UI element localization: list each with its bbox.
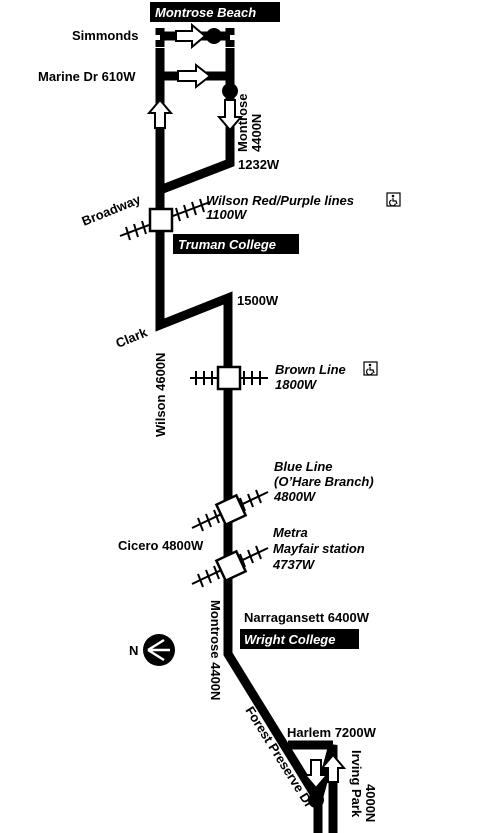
clark-label: Clark bbox=[114, 324, 150, 350]
rail-station-icon bbox=[214, 493, 248, 527]
wilson-red-purple-addr: 1100W bbox=[206, 207, 248, 222]
narragansett-label: Narragansett 6400W bbox=[244, 610, 370, 625]
svg-text:Montrose: Montrose bbox=[235, 94, 250, 153]
wright-college-label: Wright College bbox=[244, 632, 335, 647]
blue-line-addr: 4800W bbox=[273, 489, 317, 504]
metra-label: Metra bbox=[273, 525, 308, 540]
north-label: N bbox=[129, 643, 138, 658]
wheelchair-icon bbox=[386, 192, 401, 207]
terminal-loop-stubs bbox=[155, 28, 235, 48]
direction-arrow-icon bbox=[146, 22, 347, 790]
harlem-label: Harlem 7200W bbox=[287, 725, 377, 740]
brown-line-label: Brown Line bbox=[275, 362, 346, 377]
rail-station-icon bbox=[148, 207, 174, 233]
svg-text:4400N: 4400N bbox=[249, 114, 264, 152]
montrose-east-label: Montrose 4400N bbox=[235, 94, 264, 153]
rail-station-icon bbox=[214, 549, 248, 583]
cicero-label: Cicero 4800W bbox=[118, 538, 204, 553]
blue-line-branch: (O’Hare Branch) bbox=[274, 474, 374, 489]
marine-dr-label: Marine Dr 610W bbox=[38, 69, 136, 84]
montrose-west-label: Montrose 4400N bbox=[208, 600, 223, 700]
terminal-dot-icon bbox=[206, 28, 222, 44]
truman-college-label: Truman College bbox=[178, 237, 276, 252]
truman-label-box bbox=[173, 234, 299, 254]
broadway-label: Broadway bbox=[80, 191, 144, 228]
addr-1500w-label: 1500W bbox=[237, 293, 279, 308]
forest-preserve-label: Forest Preserve Dr bbox=[242, 704, 316, 811]
terminal-dot-icon bbox=[222, 83, 238, 99]
terminal-top-label: Montrose Beach bbox=[155, 5, 256, 20]
svg-text:Irving Park: Irving Park bbox=[349, 750, 364, 818]
rail-station-icon bbox=[216, 365, 242, 391]
metra-addr: 4737W bbox=[272, 557, 316, 572]
svg-text:4000N: 4000N bbox=[363, 784, 378, 822]
irving-park-label: Irving Park 4000N bbox=[349, 750, 378, 822]
blue-line-label: Blue Line bbox=[274, 459, 333, 474]
montrose-east-1232w-label: 1232W bbox=[238, 157, 280, 172]
wilson-red-purple-label: Wilson Red/Purple lines bbox=[206, 193, 354, 208]
brown-line-addr: 1800W bbox=[275, 377, 318, 392]
north-arrow-icon: N bbox=[129, 634, 175, 666]
terminal-label-box bbox=[150, 2, 280, 22]
wright-label-box bbox=[240, 629, 359, 649]
wilson-4600n-label: Wilson 4600N bbox=[153, 353, 168, 437]
simmonds-label: Simmonds bbox=[72, 28, 138, 43]
wheelchair-icon bbox=[363, 361, 378, 376]
metra-station-label: Mayfair station bbox=[273, 541, 365, 556]
terminal-dot-icon bbox=[308, 792, 324, 808]
